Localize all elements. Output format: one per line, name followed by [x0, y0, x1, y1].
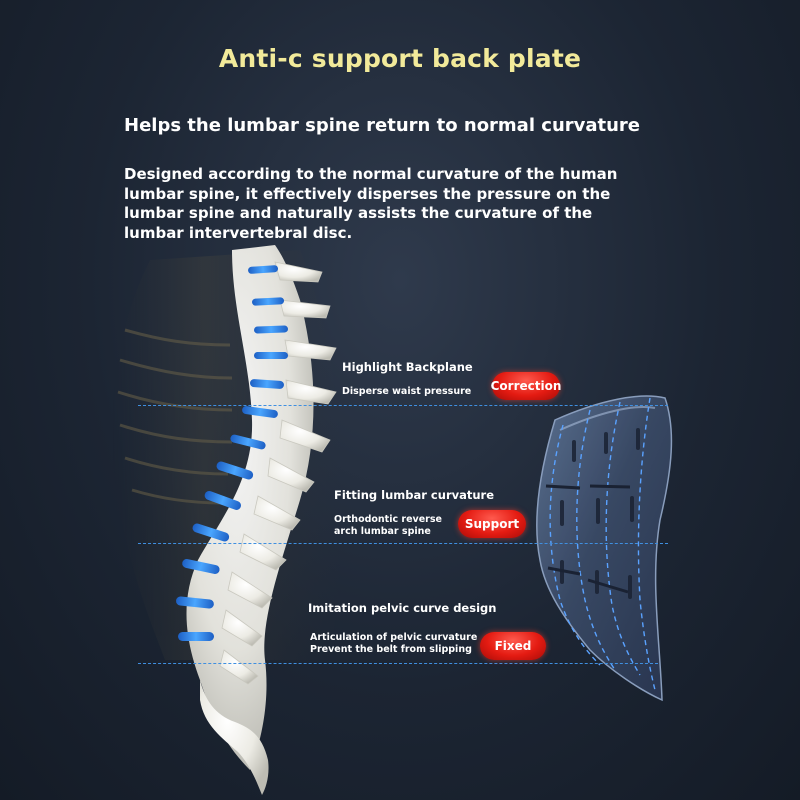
feature-title-pelvic-curve: Imitation pelvic curve design — [308, 601, 497, 615]
feature-sub-highlight-backplane: Disperse waist pressure — [342, 386, 471, 398]
feature-sub-line: Disperse waist pressure — [342, 386, 472, 397]
page-title: Anti-c support back plate — [218, 44, 582, 73]
back-plate — [536, 395, 673, 702]
feature-sub-fitting-lumbar: Orthodontic reverse arch lumbar spine — [334, 514, 442, 538]
feature-sub-line: Orthodontic reverse — [334, 514, 442, 525]
feature-sub-line: Prevent the belt from slipping — [310, 644, 472, 655]
guide-line-3 — [138, 663, 658, 664]
feature-sub-line: Articulation of pelvic curvature — [310, 632, 478, 643]
badge-support: Support — [458, 510, 526, 538]
spine — [176, 245, 337, 795]
subtitle: Helps the lumbar spine return to normal … — [124, 115, 641, 136]
badge-fixed: Fixed — [480, 632, 546, 660]
feature-sub-pelvic-curve: Articulation of pelvic curvature Prevent… — [310, 632, 477, 656]
guide-line-2 — [138, 543, 668, 544]
guide-line-1 — [138, 405, 668, 406]
feature-sub-line: arch lumbar spine — [334, 526, 431, 537]
feature-title-fitting-lumbar: Fitting lumbar curvature — [334, 488, 495, 502]
badge-correction: Correction — [491, 372, 561, 400]
feature-title-highlight-backplane: Highlight Backplane — [342, 360, 473, 374]
description: Designed according to the normal curvatu… — [124, 165, 618, 242]
